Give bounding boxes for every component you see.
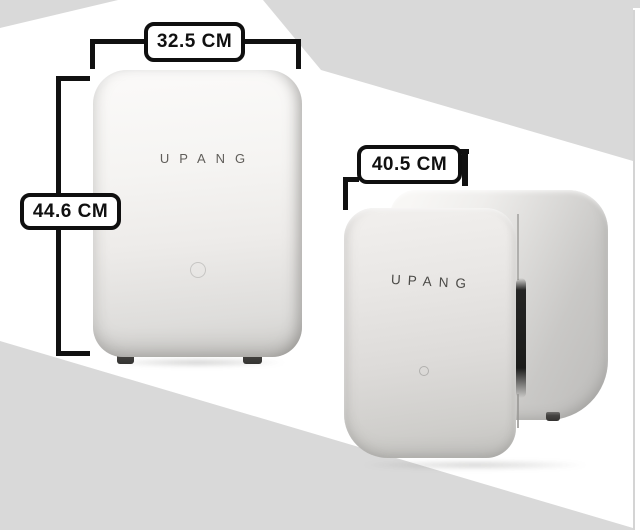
- left-sterilizer-body: [93, 70, 302, 357]
- right-unit-back-foot: [546, 412, 560, 421]
- left-unit-drop-shadow: [107, 358, 287, 367]
- left-sterilizer-photo: UPANG: [93, 70, 302, 370]
- power-indicator-icon: [190, 262, 206, 278]
- door-seam-bottom: [517, 394, 519, 428]
- height-dimension-tick-bottom: [56, 351, 90, 356]
- door-gap-slit: [516, 278, 526, 398]
- width-dimension-label-left-unit: 32.5 CM: [144, 22, 245, 62]
- height-dimension-label-left-unit: 44.6 CM: [20, 193, 121, 230]
- right-unit-drop-shadow: [360, 460, 590, 470]
- top-left-gray-wedge: [0, 0, 118, 28]
- top-right-gray-band: [263, 0, 640, 163]
- photo-edge-line: [633, 10, 635, 530]
- depth-dimension-label-right-unit: 40.5 CM: [357, 145, 462, 184]
- right-sterilizer-photo: UPANG: [340, 188, 625, 480]
- depth-dimension-tick-back: [462, 149, 468, 186]
- height-dimension-tick-top: [56, 76, 90, 81]
- left-brand-logo: UPANG: [159, 151, 256, 166]
- bottom-gray-wedge: [0, 341, 633, 530]
- width-dimension-tick-left: [90, 39, 95, 69]
- door-seam-top: [517, 214, 519, 280]
- depth-dimension-tick-front: [343, 177, 348, 210]
- right-sterilizer-door: [344, 208, 516, 458]
- depth-dimension-line-front: [343, 177, 359, 182]
- power-indicator-icon: [419, 366, 429, 376]
- width-dimension-tick-right: [296, 39, 301, 69]
- photo-edge-strip: [633, 8, 640, 530]
